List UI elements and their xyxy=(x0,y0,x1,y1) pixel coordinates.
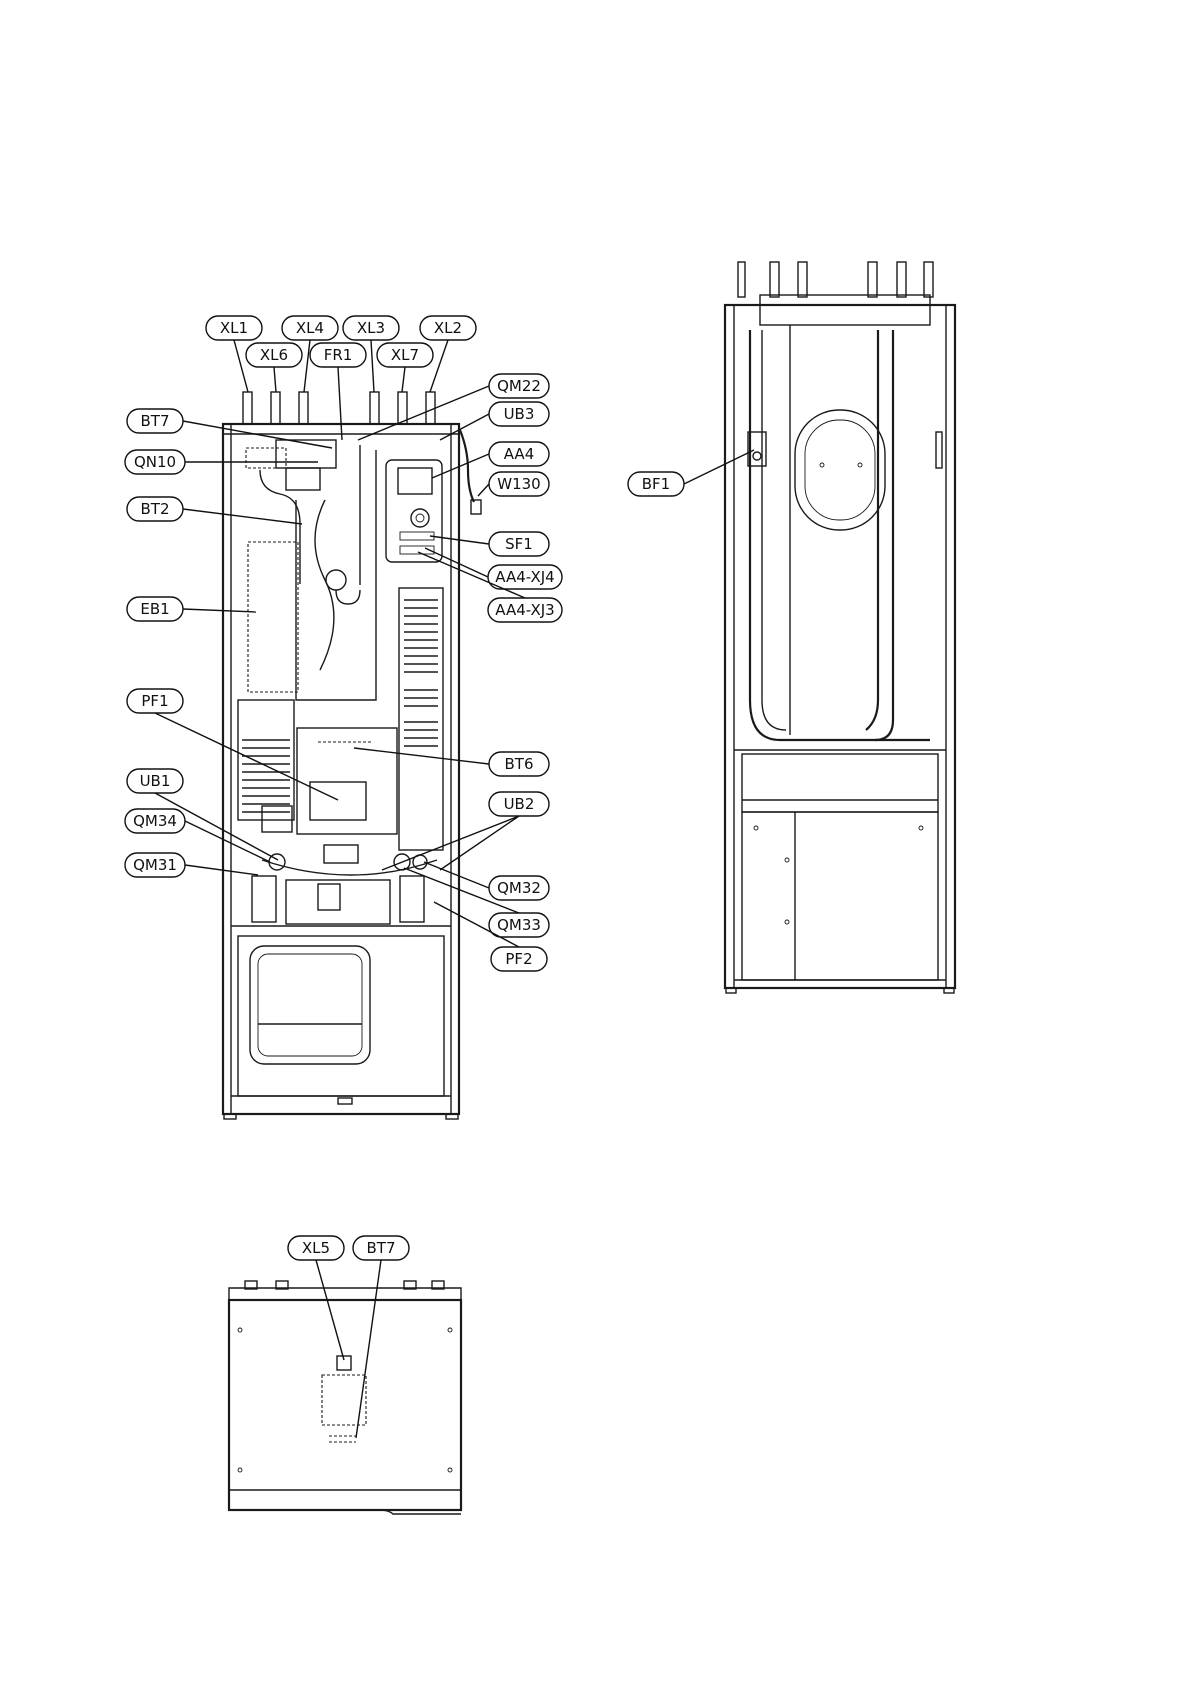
coil-loop xyxy=(795,410,885,530)
callout-label: W130 xyxy=(497,475,540,493)
callout-label: UB3 xyxy=(504,405,535,423)
callout-label: QM33 xyxy=(497,916,541,934)
leader-line xyxy=(185,821,270,862)
callout-xl5: XL5 xyxy=(288,1236,344,1360)
callout-label: XL7 xyxy=(391,346,419,364)
callout-label: BT6 xyxy=(505,755,534,773)
callout-label: BT7 xyxy=(141,412,170,430)
leader-line xyxy=(440,414,489,440)
leader-line xyxy=(478,484,489,496)
callout-label: UB1 xyxy=(140,772,171,790)
callout-eb1: EB1 xyxy=(127,597,256,621)
callout-bt7: BT7 xyxy=(127,409,332,448)
callout-label: BT7 xyxy=(367,1239,396,1257)
top-cabinet-outline xyxy=(229,1300,461,1510)
leader-line xyxy=(358,386,489,440)
leader-line xyxy=(402,367,405,392)
callout-label: PF2 xyxy=(505,950,532,968)
type-plate xyxy=(310,782,366,820)
leader-line xyxy=(356,1260,381,1438)
callout-label: AA4-XJ4 xyxy=(495,568,554,586)
callout-qn10: QN10 xyxy=(125,450,318,474)
front-view-drawing xyxy=(223,392,481,1119)
callout-label: XL3 xyxy=(357,319,385,337)
callout-xl6: XL6 xyxy=(246,343,302,392)
leader-line xyxy=(185,865,258,875)
callout-label: PF1 xyxy=(141,692,168,710)
left-grille xyxy=(242,740,290,812)
top-view-drawing xyxy=(229,1281,461,1514)
callout-label: EB1 xyxy=(140,600,169,618)
callout-label: QN10 xyxy=(134,453,176,471)
callout-label: QM34 xyxy=(133,812,177,830)
callout-bt2: BT2 xyxy=(127,497,302,524)
callout-ub2: UB2 xyxy=(382,792,549,870)
side-cabinet-outline xyxy=(725,305,955,988)
callout-label: XL6 xyxy=(260,346,288,364)
callout-xl7: XL7 xyxy=(377,343,433,392)
callout-label: XL5 xyxy=(302,1239,330,1257)
callout-label: XL4 xyxy=(296,319,324,337)
leader-line xyxy=(234,340,248,392)
callout-label: BT2 xyxy=(141,500,170,518)
callout-label: QM32 xyxy=(497,879,541,897)
leader-line xyxy=(155,713,338,800)
callout-bf1: BF1 xyxy=(628,450,754,496)
leader-line xyxy=(684,450,754,484)
callout-label: XL2 xyxy=(434,319,462,337)
leader-line xyxy=(432,454,489,478)
callout-sf1: SF1 xyxy=(430,532,549,556)
callout-label: AA4 xyxy=(504,445,534,463)
side-pipe-connections xyxy=(738,262,933,297)
callout-label: UB2 xyxy=(504,795,535,813)
right-grille xyxy=(404,600,438,746)
leader-line xyxy=(316,1260,344,1360)
leader-line xyxy=(304,340,310,392)
leader-line xyxy=(183,509,302,524)
leader-line xyxy=(183,609,256,612)
callout-qm31: QM31 xyxy=(125,853,258,877)
leader-line xyxy=(371,340,374,392)
leader-line xyxy=(430,340,448,392)
callout-bt7b: BT7 xyxy=(353,1236,409,1438)
leader-line xyxy=(274,367,276,392)
leader-line xyxy=(424,862,489,888)
callout-w130: W130 xyxy=(478,472,549,496)
side-view-drawing xyxy=(725,262,955,993)
immersion-heater-outline xyxy=(248,542,298,692)
callout-fr1: FR1 xyxy=(310,343,366,440)
callout-label: BF1 xyxy=(642,475,670,493)
callout-label: QM31 xyxy=(133,856,177,874)
callout-label: SF1 xyxy=(505,535,533,553)
callout-label: XL1 xyxy=(220,319,248,337)
leader-line xyxy=(354,748,489,764)
callout-label: AA4-XJ3 xyxy=(495,601,554,619)
callout-label: QM22 xyxy=(497,377,541,395)
callout-label: FR1 xyxy=(324,346,353,364)
leader-line xyxy=(338,367,342,440)
